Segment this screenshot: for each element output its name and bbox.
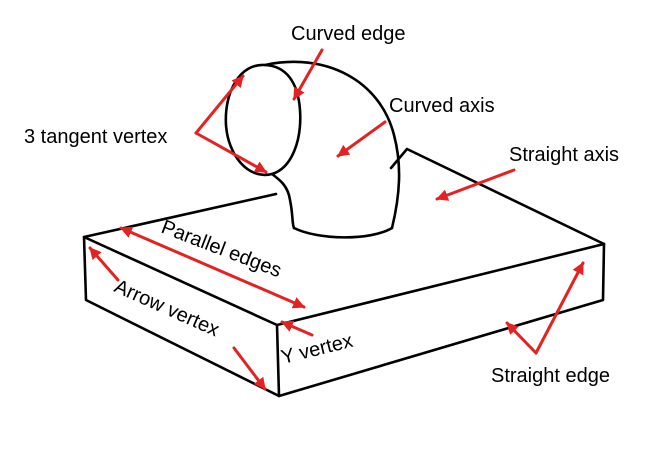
label-y-vertex: Y vertex [279,330,355,369]
annotation-arrows [88,48,585,391]
label-curved-edge: Curved edge [291,23,406,45]
arrow-arrow-vertex-lower [232,346,267,391]
arrow-curved-edge [292,48,324,101]
arrow-parallel-edges [119,226,306,309]
arrow-tangent-vertex-lower [194,131,268,174]
label-arrow-vertex: Arrow vertex [111,275,222,341]
box-top-back-left-edge [82,192,278,239]
arrow-arrow-vertex-upper [88,246,120,282]
box-outline [82,147,606,398]
arrow-straight-edge-left [505,321,538,355]
box-top-back-right-edge [389,147,606,246]
arrow-straight-edge-right [534,261,585,355]
arrow-tangent-vertex-upper [194,74,245,135]
tube-inner-edge [270,172,296,230]
tube-base-curve [292,226,394,239]
arrow-straight-axis [435,168,516,201]
box-right-face [275,242,606,398]
arrow-curved-axis [336,120,387,158]
curved-tube [224,60,401,239]
label-straight-axis: Straight axis [509,144,619,166]
label-straight-edge: Straight edge [491,365,610,387]
label-tangent-vertex: 3 tangent vertex [24,126,167,148]
label-curved-axis: Curved axis [389,95,495,117]
tube-outer-edge [263,60,401,230]
arrow-y-vertex [280,320,314,337]
